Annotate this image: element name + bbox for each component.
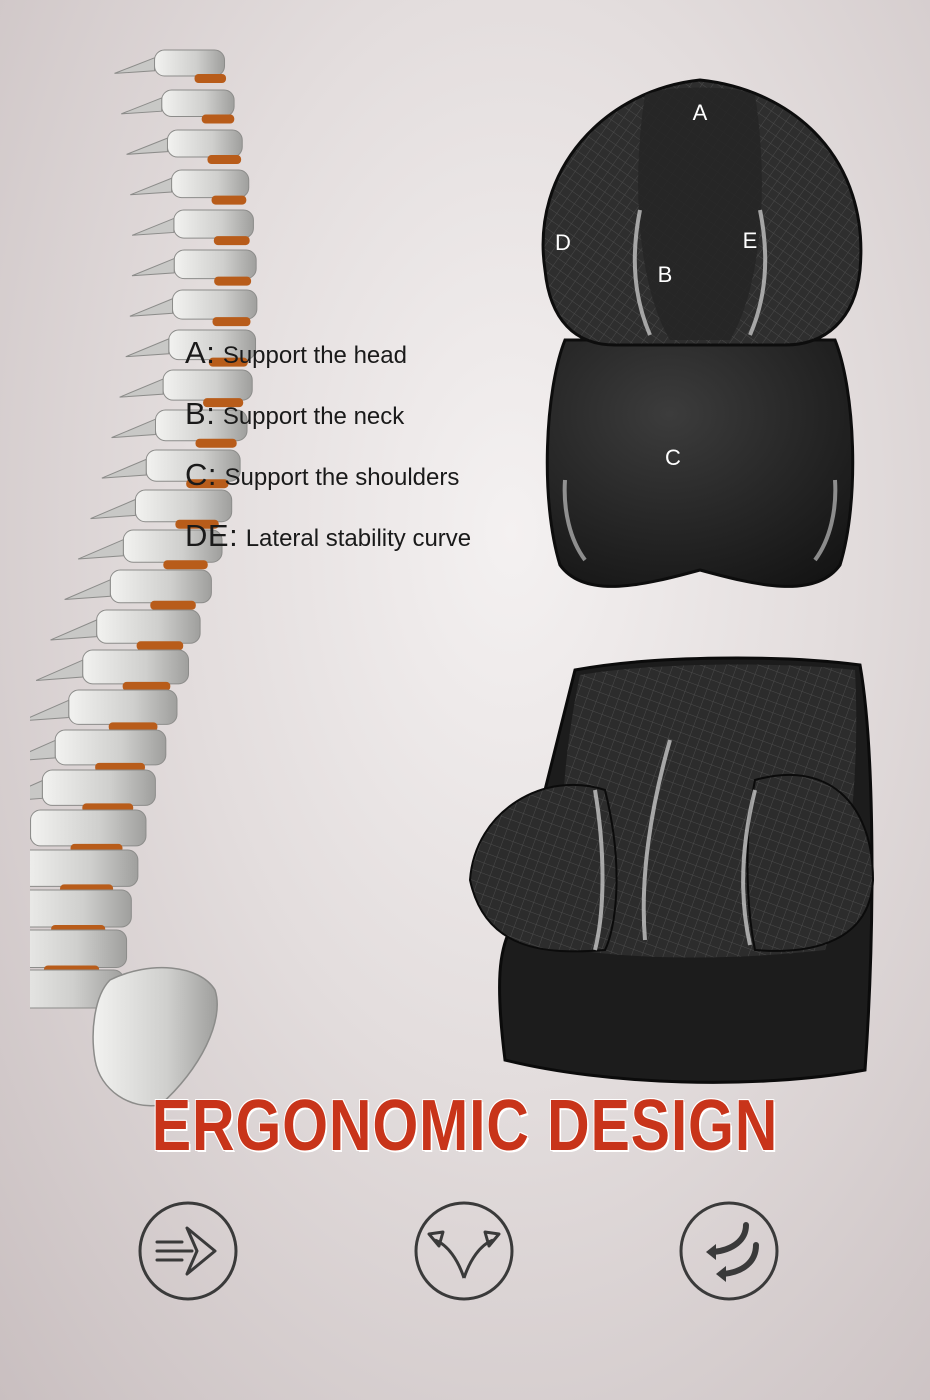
vertebra [154, 49, 226, 77]
intervertebral-disc [214, 276, 252, 286]
sacrum [92, 966, 218, 1107]
feature-key: DE [185, 518, 230, 553]
feature-a: A: Support the head [185, 335, 407, 370]
feature-description: Lateral stability curve [245, 525, 472, 552]
spinous-process [131, 257, 175, 277]
vertebra [173, 209, 254, 239]
intervertebral-disc [211, 195, 247, 205]
label-e: E [743, 228, 758, 253]
vertebra [41, 769, 156, 806]
feature-key: A [185, 335, 207, 370]
neck-pillow-image: A D E B C [541, 78, 863, 588]
feature-c: C: Support the shoulders [185, 457, 460, 492]
feature-key: C [185, 457, 208, 492]
intervertebral-disc [207, 155, 242, 165]
vertebra [54, 729, 167, 766]
feature-description: Support the shoulders [224, 464, 460, 491]
intervertebral-disc [163, 560, 208, 570]
intervertebral-disc [136, 641, 184, 651]
spinous-process [30, 699, 70, 721]
intervertebral-disc [208, 357, 248, 367]
spinous-process [125, 338, 170, 358]
spinous-process [35, 659, 84, 681]
vertebra [161, 89, 235, 118]
vertebra [172, 289, 258, 320]
feature-description: Support the neck [222, 403, 405, 430]
intervertebral-disc [194, 74, 227, 83]
vertebra [30, 929, 128, 968]
spinous-process [130, 177, 173, 196]
expand-arrows-icon [414, 1201, 514, 1301]
feature-list: A: Support the head B: Support the neck … [185, 335, 471, 579]
intervertebral-disc [195, 438, 237, 448]
feature-icons [0, 1200, 930, 1310]
spinous-process [50, 619, 98, 641]
spinous-process [64, 579, 111, 601]
spinous-process [30, 739, 56, 761]
vertebra [173, 249, 257, 280]
label-b: B [658, 262, 673, 287]
rotate-arrows-icon [679, 1201, 779, 1301]
spinous-process [121, 97, 163, 115]
vertebra [96, 609, 201, 644]
spinous-process [77, 538, 124, 560]
spinous-process [126, 137, 168, 155]
spinous-process [30, 779, 43, 800]
intervertebral-disc [175, 519, 219, 529]
label-d: D [555, 230, 571, 255]
vertebra [171, 169, 250, 199]
arrow-speed-icon [138, 1201, 238, 1301]
spinous-process [111, 418, 157, 439]
spinous-process [114, 57, 156, 74]
intervertebral-disc [186, 479, 229, 489]
intervertebral-disc [201, 114, 235, 124]
spinous-process [90, 498, 136, 520]
spinous-process [131, 217, 175, 236]
intervertebral-disc [203, 398, 244, 408]
spinous-process [119, 378, 164, 398]
vertebra [30, 849, 139, 887]
headline: ERGONOMIC DESIGN [151, 1086, 779, 1166]
feature-b: B: Support the neck [185, 396, 405, 431]
spinous-process [30, 820, 32, 840]
intervertebral-disc [108, 722, 158, 732]
spinous-process [101, 458, 147, 479]
spinous-process [129, 297, 174, 317]
intervertebral-disc [150, 600, 196, 610]
label-c: C [665, 445, 681, 470]
vertebra [82, 649, 190, 685]
lumbar-pillow-image [468, 656, 875, 1084]
vertebra [68, 689, 178, 725]
feature-de: DE: Lateral stability curve [185, 518, 472, 553]
intervertebral-disc [122, 681, 171, 691]
feature-description: Support the head [222, 342, 407, 369]
vertebra [30, 889, 132, 928]
label-a: A [693, 100, 708, 125]
intervertebral-disc [213, 236, 250, 246]
feature-key: B [185, 396, 207, 431]
spine-illustration [30, 49, 258, 1107]
intervertebral-disc [212, 317, 251, 327]
vertebra [166, 129, 243, 158]
vertebra [30, 809, 147, 847]
